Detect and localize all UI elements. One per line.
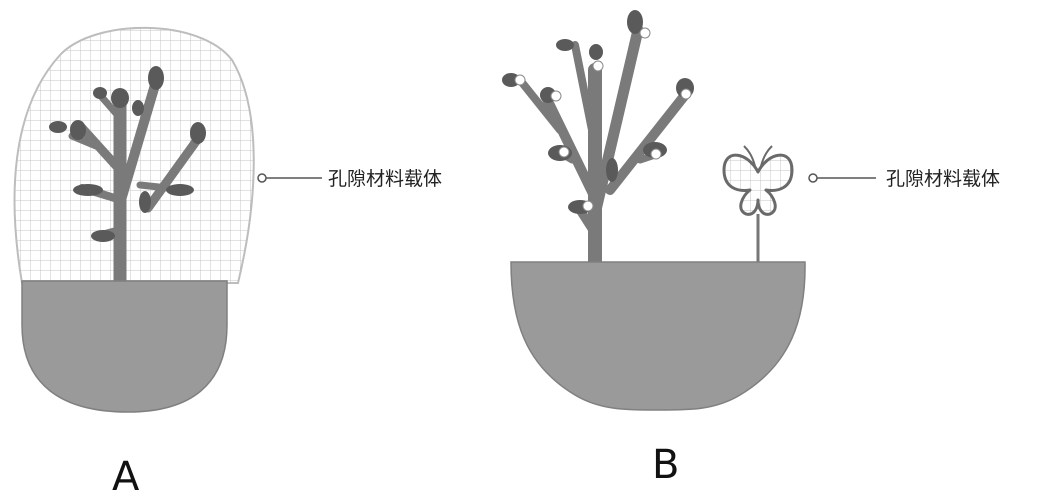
pot-a: [22, 281, 227, 412]
porous-carrier-butterfly: [720, 145, 796, 264]
plant-b: [502, 10, 694, 262]
panel-a-label: A: [112, 454, 140, 500]
pot-b: [511, 262, 805, 410]
callout-b: 孔隙材料载体: [809, 168, 1000, 190]
callout-a: 孔隙材料载体: [258, 168, 442, 190]
callout-b-label: 孔隙材料载体: [886, 168, 1000, 190]
panel-a: 孔隙材料载体 A: [15, 28, 442, 500]
callout-b-marker: [809, 174, 817, 182]
panel-b: 孔隙材料载体 B: [502, 10, 1000, 488]
callout-a-marker: [258, 174, 266, 182]
panel-b-label: B: [652, 442, 679, 488]
callout-a-label: 孔隙材料载体: [328, 168, 442, 190]
